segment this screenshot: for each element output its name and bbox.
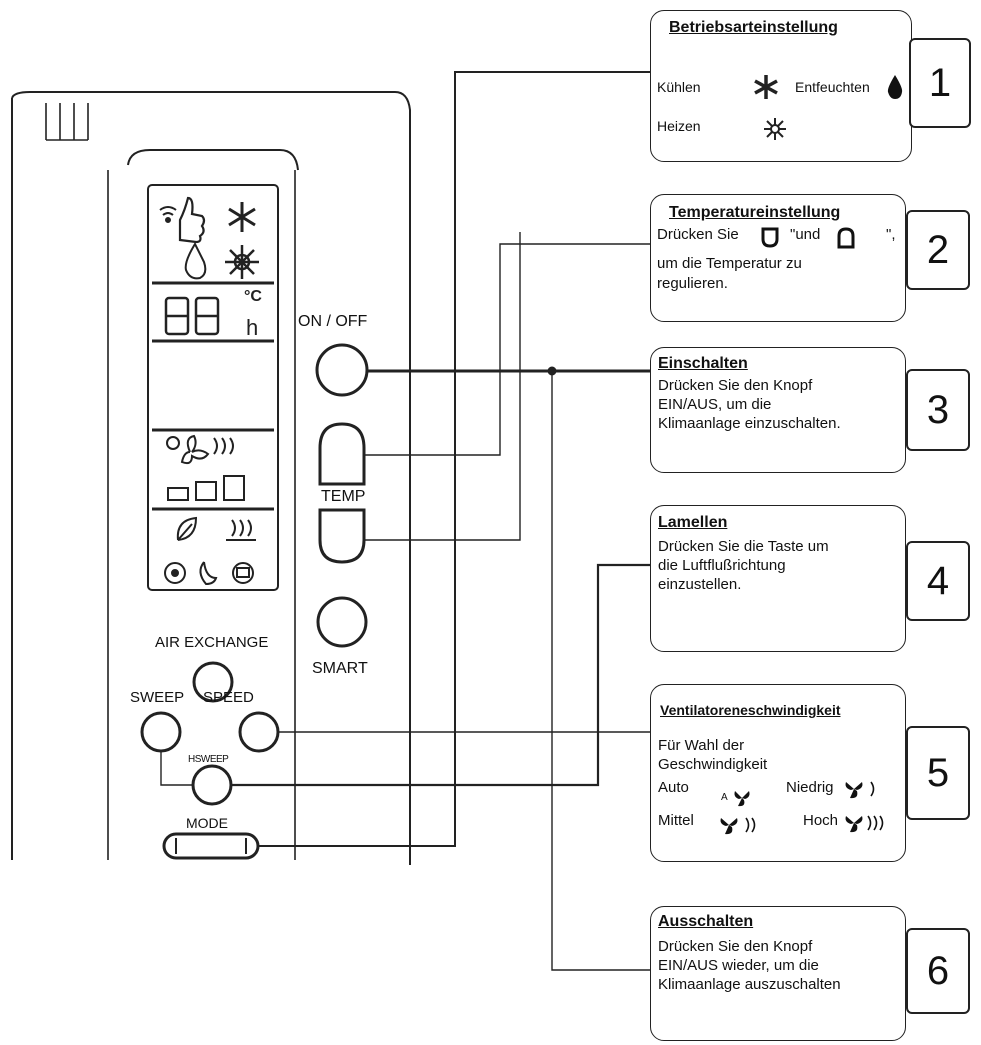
hsweep-button[interactable] [191,764,233,806]
callout-2-title: Temperatureinstellung [669,204,841,221]
air-exchange-label: AIR EXCHANGE [155,634,269,651]
connector-2b [364,232,521,541]
temp-down-button[interactable] [318,508,366,564]
lcd-heat-icon [226,519,256,541]
lcd-bottom-icons [164,561,254,586]
callout-1-heat: Heizen [657,118,701,134]
callout-1-snowflake-icon [754,75,778,99]
lcd-fan-mode-icons [166,434,234,465]
callout-3-number: 3 [906,369,970,451]
callout-5-auto: Auto [658,779,689,796]
callout-4-number: 4 [906,541,970,621]
callout-2-number: 2 [906,210,970,290]
fan-mid-icon [720,817,756,835]
sweep-label: SWEEP [130,689,185,706]
fan-high-icon [845,815,884,833]
lcd-unit-h: h [246,315,258,340]
temp-up-small-icon [837,227,855,249]
air-exchange-button[interactable] [192,661,234,703]
lcd-fan-level-bars [167,475,245,501]
callout-2-line1-a: Drücken Sie [657,226,739,243]
sweep-button[interactable] [140,711,182,753]
callout-1-sun-icon [764,118,786,140]
lcd-segment-digits [164,296,220,336]
temp-down-small-icon [761,227,779,248]
callout-4-box [650,505,906,652]
speed-label: SPEED [203,689,254,706]
fan-auto-icon [734,791,750,807]
remote-body [11,91,411,865]
lcd-drop-icon [184,241,207,280]
callout-3-box [650,347,906,473]
connector-6 [551,371,650,971]
lcd-unit-c: °C [244,288,262,305]
smart-label: SMART [312,660,368,677]
callout-4-text: Drücken Sie die Taste um die Luftflußric… [658,538,829,593]
mode-label: MODE [186,815,228,831]
callout-1-cool: Kühlen [657,79,701,95]
lcd-panel [147,184,279,591]
callout-6-title: Ausschalten [658,913,754,930]
callout-1-dehumidify: Entfeuchten [795,79,870,95]
callout-5-box [650,684,906,862]
lcd-sun-icon [225,245,259,279]
callout-6-box [650,906,906,1041]
callout-5-number: 5 [906,726,970,820]
callout-2-box [650,194,906,322]
callout-1-box [650,10,912,162]
connector-1 [258,71,650,847]
callout-3-title: Einschalten [658,355,748,372]
smart-button[interactable] [316,596,368,648]
connector-2a [364,243,650,456]
connector-4-sweep [160,751,193,786]
callout-2-line2: um die Temperatur zu [657,255,802,272]
temp-up-button[interactable] [318,422,366,486]
callout-5-auto-letter: A [721,792,728,803]
lcd-wifi-icon [159,206,177,223]
callout-5-mid: Mittel [658,812,694,829]
callout-4-title: Lamellen [658,514,728,531]
mode-button[interactable] [162,832,260,860]
callout-1-drop-icon [887,75,903,99]
callout-5-title: Ventilatoreneschwindigkeit [660,702,841,718]
fan-low-icon [845,781,875,799]
callout-3-text: Drücken Sie den Knopf EIN/AUS, um die Kl… [658,377,841,432]
on-off-label: ON / OFF [298,313,368,330]
callout-6-number: 6 [906,928,970,1014]
on-off-button[interactable] [315,343,369,397]
callout-5-text: Für Wahl der Geschwindigkeit [658,737,768,773]
callout-1-number: 1 [909,38,971,128]
callout-2-line3: regulieren. [657,275,728,292]
callout-1-title: Betriebsarteinstellung [669,19,838,36]
lcd-leaf-icon [176,516,198,541]
connector-4 [231,563,650,787]
callout-2-line1-c: ", [886,226,896,243]
temp-label: TEMP [321,488,366,505]
callout-2-line1-b: "und [790,226,821,243]
speed-button[interactable] [238,711,280,753]
lcd-snowflake-icon [228,202,256,232]
callout-5-high: Hoch [803,812,839,829]
callout-5-low: Niedrig [786,779,834,796]
callout-6-text: Drücken Sie den Knopf EIN/AUS wieder, um… [658,938,841,993]
connector-lines [160,71,650,971]
lcd-thumb-icon [178,196,206,244]
hsweep-label: HSWEEP [188,754,229,765]
